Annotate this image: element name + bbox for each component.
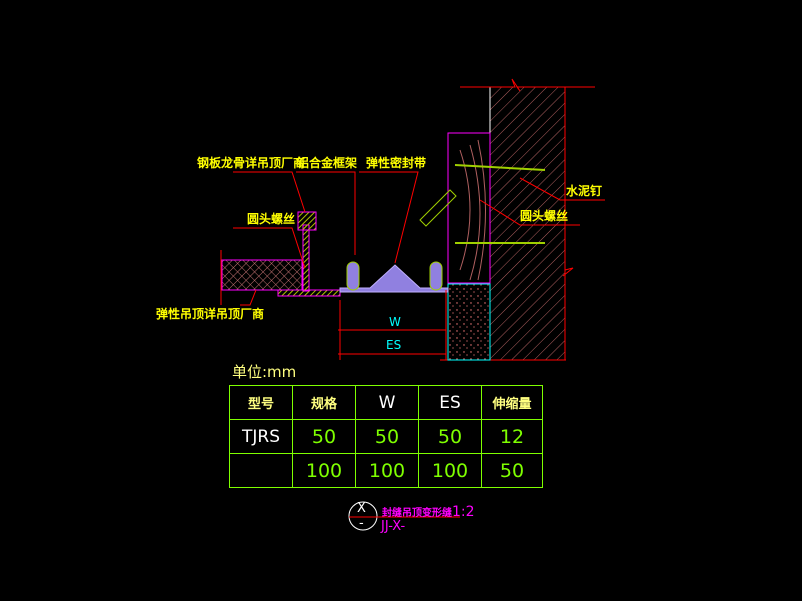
label-elastic-seal: 弹性密封带 [366,156,427,170]
symbol-bottom: - [359,516,364,531]
label-round-screw-right: 圆头螺丝 [520,209,569,223]
cell: 50 [418,419,482,454]
drawing-title: 封缝吊顶变形缝 [382,508,452,519]
table-row: TJRS 50 50 50 12 [229,419,543,454]
filler [447,283,491,361]
table-row: 100 100 100 50 [229,453,543,488]
label-cement-nail: 水泥钉 [566,184,603,198]
cell: 100 [418,453,482,488]
cell [229,453,293,488]
label-steel-keel: 钢板龙骨详吊顶厂商 [197,156,306,170]
wood-block [447,132,491,284]
dimension-es: ES [386,338,402,352]
cell: 100 [292,453,356,488]
label-aluminum-frame: 铝合金框架 [297,156,358,170]
cell: 12 [481,419,543,454]
ceiling-panel [221,259,303,291]
symbol-top: X [357,501,366,516]
cell: 100 [355,453,419,488]
label-round-screw-left: 圆头螺丝 [247,212,296,226]
leader-lines [233,171,605,360]
unit-label: 单位:mm [232,363,297,381]
detail-symbol [348,501,378,531]
label-elastic-ceiling: 弹性吊顶详吊顶厂商 [156,307,265,321]
header-model: 型号 [229,385,293,420]
header-w: W [355,385,419,420]
table-header-row: 型号 规格 W ES 伸缩量 [229,385,543,420]
drawing-scale: 1:2 [452,504,475,520]
cell: TJRS [229,419,293,454]
header-es: ES [418,385,482,420]
cell: 50 [481,453,543,488]
concrete-wall [440,78,595,361]
cell: 50 [292,419,356,454]
header-expansion: 伸缩量 [481,385,543,420]
drawing-code: JJ-X- [381,519,406,534]
spec-table: 型号 规格 W ES 伸缩量 TJRS 50 50 50 12 100 100 … [229,385,543,488]
cell: 50 [355,419,419,454]
header-spec: 规格 [292,385,356,420]
dimension-w: W [389,315,401,329]
